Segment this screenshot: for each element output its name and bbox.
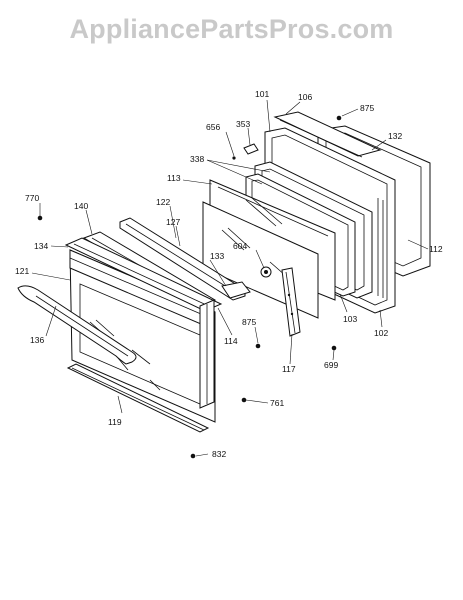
watermark-text: AppliancePartsPros.com	[69, 14, 394, 44]
door-handle	[17, 285, 137, 365]
hardware	[37, 115, 342, 459]
top-channel	[273, 111, 382, 158]
side-panel	[199, 299, 215, 409]
label-875-top: 875	[360, 103, 374, 113]
label-112: 112	[429, 244, 443, 254]
label-117: 117	[282, 364, 296, 374]
leader-lines	[31, 99, 429, 457]
label-106: 106	[298, 92, 312, 102]
bottom-trim	[66, 363, 210, 433]
label-113: 113	[167, 173, 181, 183]
label-875-bottom: 875	[242, 317, 256, 327]
label-101: 101	[255, 89, 269, 99]
label-119: 119	[108, 417, 122, 427]
label-832: 832	[212, 449, 226, 459]
label-127: 127	[166, 217, 180, 227]
label-132: 132	[388, 131, 402, 141]
label-353: 353	[236, 119, 250, 129]
top-trim	[64, 237, 223, 312]
label-136: 136	[30, 335, 44, 345]
upper-channel	[119, 217, 246, 301]
outer-door-panel	[69, 249, 216, 423]
label-134: 134	[34, 241, 48, 251]
label-140: 140	[74, 201, 88, 211]
label-604: 604	[233, 241, 247, 251]
side-trim	[281, 267, 301, 337]
label-102: 102	[374, 328, 388, 338]
label-656: 656	[206, 122, 220, 132]
label-133: 133	[210, 251, 224, 261]
label-770: 770	[25, 193, 39, 203]
label-121: 121	[15, 266, 29, 276]
label-338: 338	[190, 154, 204, 164]
label-114: 114	[224, 336, 238, 346]
part-labels: 101 106 875 656 353 132 338 113 770 140 …	[15, 89, 443, 459]
label-122: 122	[156, 197, 170, 207]
label-699: 699	[324, 360, 338, 370]
label-761: 761	[270, 398, 284, 408]
bracket	[221, 281, 251, 299]
label-103: 103	[343, 314, 357, 324]
